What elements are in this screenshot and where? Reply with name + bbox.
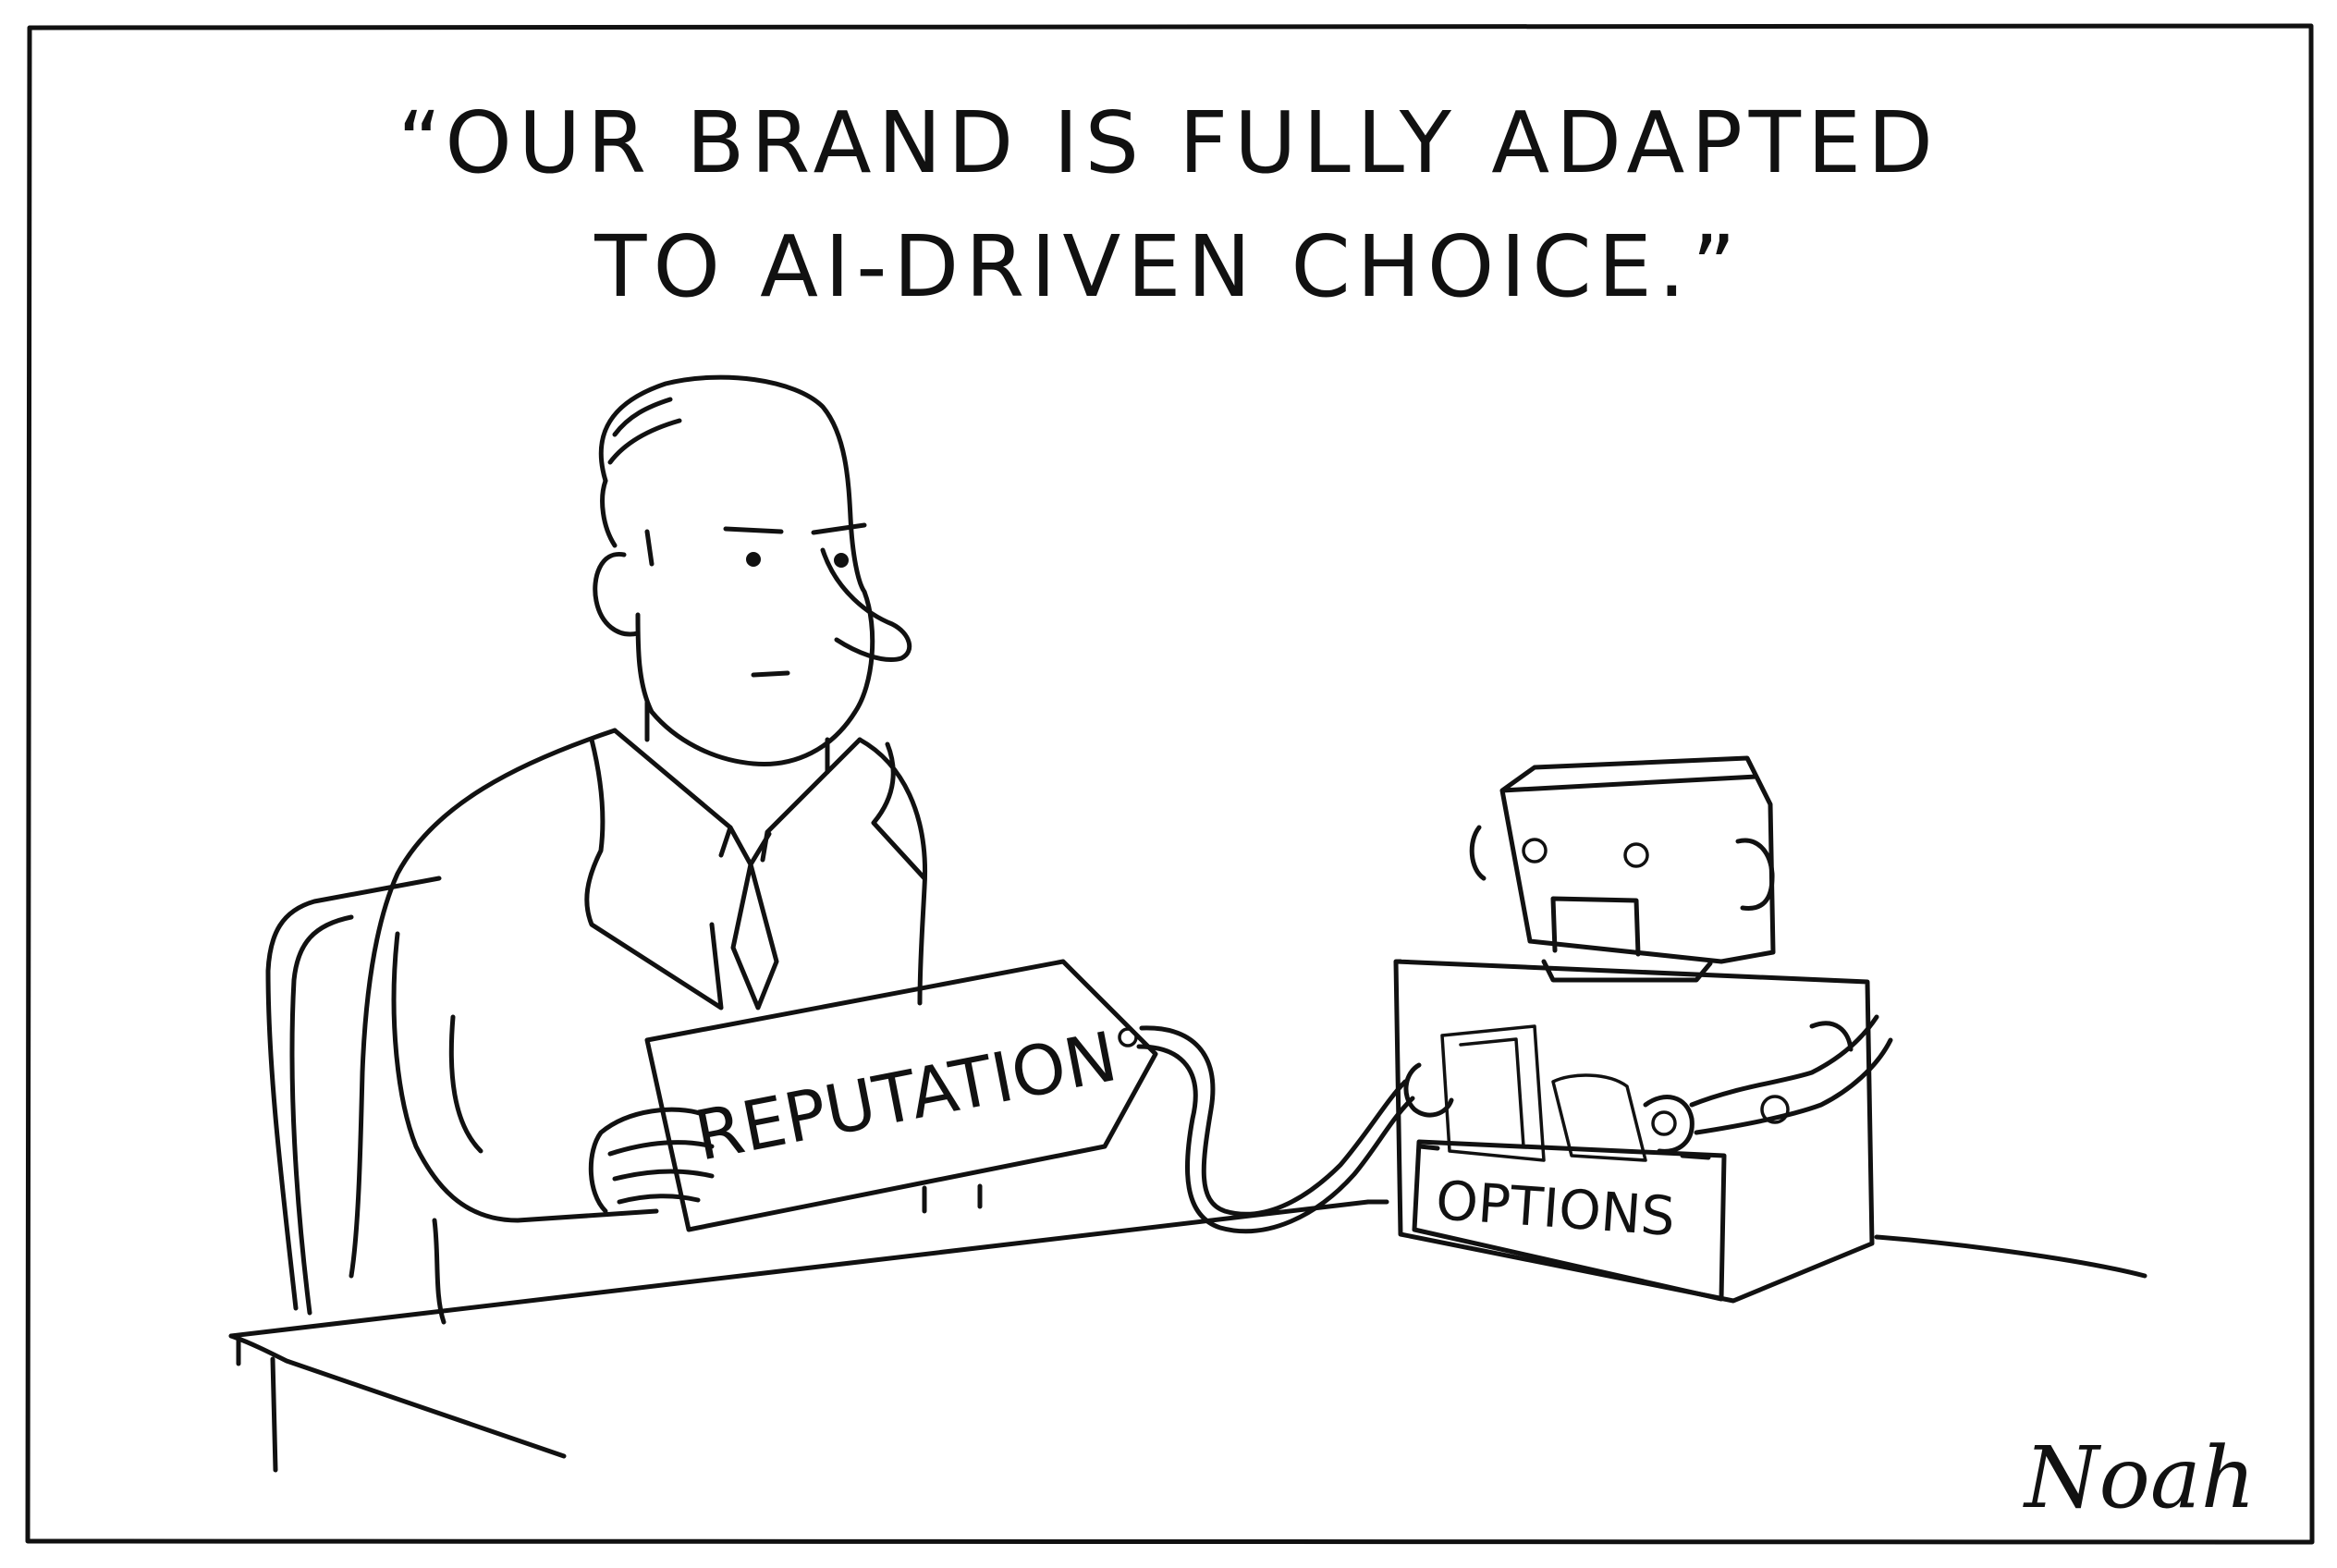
mouth [751,670,790,678]
caption-line-1: “OUR BRAND IS FULLY ADAPTED [398,93,1939,192]
robot-right-eye [1623,842,1649,868]
head [598,374,875,766]
robot-head [1499,755,1776,964]
hand [588,1107,715,1214]
signature: Noah [2023,1428,2256,1527]
left-eye [746,552,761,567]
desk [228,1199,2147,1473]
ear [593,552,641,637]
hair [600,397,682,567]
nose [820,547,912,662]
caption-line-2: TO AI-DRIVEN CHOICE.” [593,217,1742,316]
tie [728,825,779,1011]
man [349,374,983,1325]
tag-eyelet [1118,1027,1138,1047]
tag-string [1139,1025,1408,1217]
right-eye [834,553,849,568]
chair [265,876,442,1316]
options-label: OPTIONS [1434,1169,1677,1248]
options-slot [1412,1139,1727,1302]
reputation-tag: REPUTATION [644,959,1158,1232]
panel-border [25,23,2315,1545]
robot-mouth [1550,896,1641,957]
tag-label: REPUTATION [689,1017,1123,1177]
robot-body [1393,959,1875,1304]
robot: OPTIONS [1393,755,1893,1304]
robot-left-eye [1522,838,1548,864]
